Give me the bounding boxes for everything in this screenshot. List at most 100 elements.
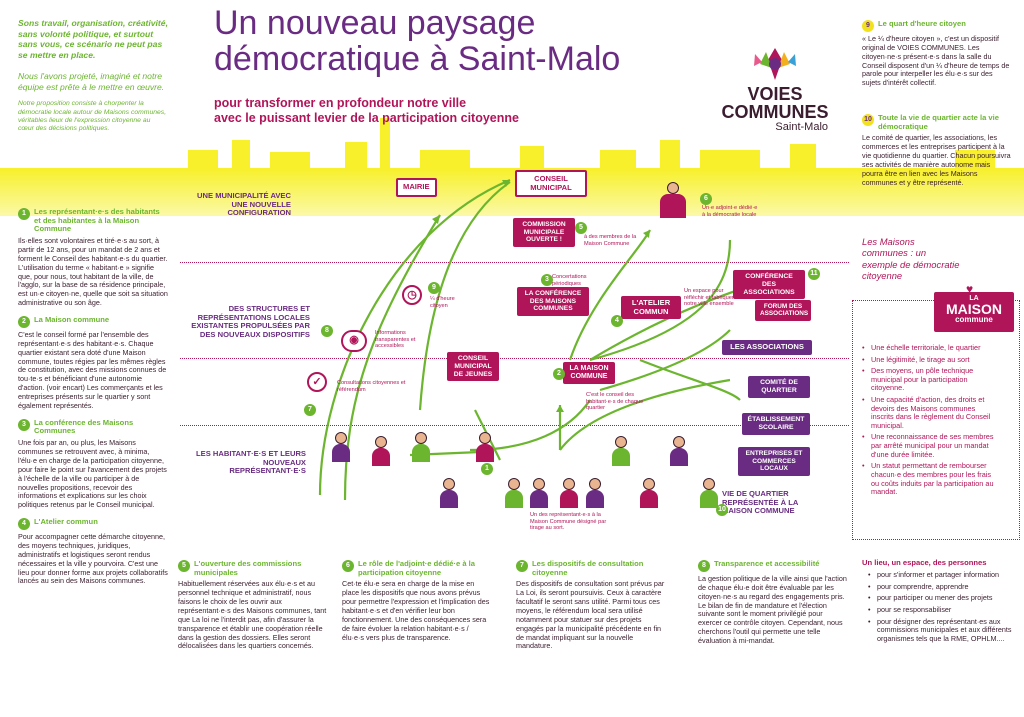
entreprises-box: Entreprises et COMMERCES LOCAUX (738, 447, 810, 476)
section-title: La Maison commune (34, 315, 110, 325)
marker-4: 4 (611, 315, 623, 327)
person-icon (440, 478, 458, 508)
section-text: La gestion politique de la ville ainsi q… (698, 574, 847, 646)
person-icon (670, 436, 688, 466)
maison-item: Une légitimité, le tirage au sort (862, 355, 997, 365)
maison-item: Des moyens, un pôle technique municipal … (862, 366, 997, 393)
intro-p2: Nous l'avons projeté, imaginé et notre é… (18, 70, 165, 92)
lieu-item: pour comprendre, apprendre (868, 582, 1016, 592)
lieu-list: pour s'informer et partager information … (868, 570, 1016, 646)
intro: Sons travail, organisation, créativité, … (18, 18, 168, 134)
logo-line-3: Saint-Malo (775, 120, 828, 133)
lieu-item: pour s'informer et partager information (868, 570, 1016, 580)
intro-p1: Sons travail, organisation, créativité, … (18, 18, 168, 61)
title-line-1: Un nouveau paysage (214, 4, 536, 42)
left-section-1: 1 Les représentant·e·s des habitants et d… (18, 207, 168, 308)
adjoint-person-icon (660, 182, 686, 218)
commission-note: à des membres de la Maison Commune (584, 234, 637, 247)
number-badge: 9 (862, 20, 874, 32)
marker-3: 3 (541, 274, 553, 286)
conf-assoc-box: Conférence DES ASSOCIATIONS (733, 270, 805, 300)
divider (180, 358, 849, 359)
maison-commune-box: LA MAISON commune (563, 362, 615, 385)
number-badge: 4 (18, 518, 30, 531)
bottom-section-7: 7 Les dispositifs de consultation citoyen… (516, 559, 666, 651)
number-badge: 5 (178, 560, 190, 572)
row-label-municipality: UNE MUNICIPALITÉ AVEC UNE NOUVELLE CONFI… (197, 191, 291, 218)
marker-8: 8 (321, 325, 333, 337)
atelier-box: L'ATELIER commun (621, 296, 681, 320)
maison-item: Une reconnaissance de ses membres par ar… (862, 433, 997, 459)
number-badge: 2 (18, 316, 30, 329)
person-icon (372, 436, 390, 466)
lieu-item: pour désigner des représentant·es aux co… (868, 617, 1016, 644)
number-badge: 7 (516, 560, 528, 572)
quart-note: ¼ d'heure citoyen (430, 296, 455, 309)
left-section-3: 3 La conférence des Maisons Communes Une … (18, 417, 168, 510)
section-text: Ils·elles sont volontaires et tiré·e·s a… (18, 236, 168, 308)
lieu-title: Un lieu, un espace, des personnes (862, 558, 987, 567)
maison-item: Une capacité d'action, des droits et dev… (862, 395, 997, 430)
marker-10: 10 (716, 504, 728, 516)
person-icon (530, 478, 548, 508)
section-title: Le rôle de l'adjoint·e dédié·e à la part… (358, 559, 476, 577)
eye-icon: ◉ (341, 330, 367, 352)
bottom-section-6: 6 Le rôle de l'adjoint·e dédié·e à la par… (342, 559, 492, 642)
section-title: L'Atelier commun (34, 517, 98, 527)
commission-box: commission MUNICIPALE ouverte ! (513, 218, 575, 247)
page-title: Un nouveau paysage démocratique à Saint-… (214, 4, 714, 77)
number-badge: 10 (862, 114, 874, 126)
section-title: La conférence des Maisons Communes (34, 417, 134, 436)
marker-5: 5 (575, 222, 587, 234)
clock-icon: ◷ (402, 285, 422, 305)
reps-note: Un des représentant·e·s à la Maison Comm… (530, 512, 607, 532)
left-sections: 1 Les représentant·e·s des habitants et d… (18, 207, 168, 586)
conference-mc-box: LA CONFÉRENCE DES MAISONS communes (517, 287, 589, 316)
bottom-section-5: 5 L'ouverture des commissions municipales… (178, 559, 328, 651)
section-title: Le quart d'heure citoyen (878, 19, 966, 28)
conseil-municipal-box: CONSEIL MUNICIPAL (515, 170, 587, 198)
maison-panel (852, 300, 1020, 540)
maison-note: C'est le conseil des habitant·e·s de cha… (586, 392, 644, 412)
heart-icon: ♥ (966, 282, 974, 296)
logo: VOIES COMMUNES Saint-Malo (710, 40, 840, 134)
person-icon (640, 478, 658, 508)
adjoint-note: Un·e adjoint·e dédié·e à la démocratie l… (702, 205, 758, 218)
marker-6: 6 (700, 193, 712, 205)
divider (180, 262, 849, 263)
section-text: Une fois par an, ou plus, les Maisons co… (18, 438, 167, 510)
section-text: Habituellement réservées aux élu·e·s et … (178, 579, 327, 651)
check-icon: ✓ (307, 372, 327, 392)
section-text: Le comité de quartier, les associations,… (862, 133, 1011, 187)
divider (180, 425, 849, 426)
section-title: Toute la vie de quartier acte la vie dém… (878, 113, 999, 131)
logo-flower-icon (754, 48, 796, 80)
section-title: Les dispositifs de consultation citoyenn… (532, 559, 644, 577)
maison-list: Une échelle territoriale, le quartier Un… (862, 343, 997, 500)
maison-item: Un statut permettant de rembourser chacu… (862, 461, 997, 496)
lieu-item: pour se responsabiliser (868, 605, 1016, 615)
section-title: Les représentant·e·s des habitants et de… (34, 207, 160, 234)
maison-badge: ♥ LA Maison commune (934, 282, 1014, 332)
badge-line-1: LA (969, 295, 979, 302)
row-label-inhabitants: LES HABITANT·E·S ET LEURS NOUVEAUX REPRÉ… (196, 449, 306, 476)
logo-line-2: COMMUNES (721, 101, 829, 122)
marker-9: 9 (428, 282, 440, 294)
person-icon (560, 478, 578, 508)
number-badge: 1 (18, 208, 30, 220)
number-badge: 6 (342, 560, 354, 572)
section-title: L'ouverture des commissions municipales (194, 559, 302, 577)
consult-note: Consultations citoyennes et référendum (337, 380, 406, 393)
person-icon (700, 478, 718, 508)
person-icon (505, 478, 523, 508)
row-label-structures: DES STRUCTURES ET REPRÉSENTATIONS LOCALE… (191, 304, 310, 340)
marker-7: 7 (304, 404, 316, 416)
marker-2: 2 (553, 368, 565, 380)
number-badge: 3 (18, 418, 30, 431)
associations-box: LES ASSOCIATIONS (722, 340, 812, 355)
mairie-box: MAIRIE (396, 178, 437, 197)
